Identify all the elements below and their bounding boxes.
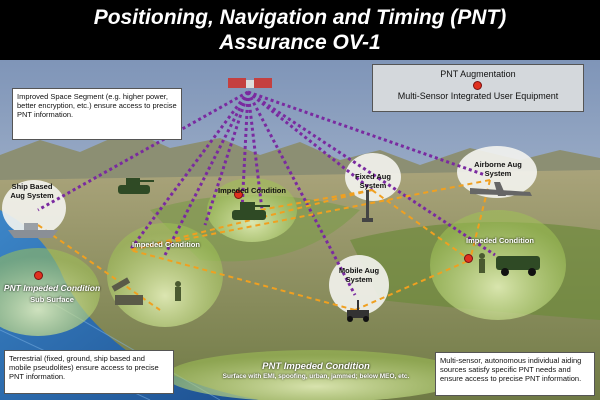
impeded-dome-left xyxy=(107,223,223,327)
label-mobile-aug: Mobile Aug System xyxy=(338,266,380,284)
label-bottom-impeded-sub: Surface with EMI, spoofing, urban, jamme… xyxy=(222,373,410,380)
user-equipment-marker xyxy=(234,190,243,199)
label-subsurface-title: PNT Impeded Condition xyxy=(3,283,101,293)
label-airborne-aug: Airborne Aug System xyxy=(474,160,522,178)
title-line-1: Positioning, Navigation and Timing (PNT) xyxy=(93,6,507,29)
scene xyxy=(0,60,600,400)
airborne-aug-dome xyxy=(457,146,537,198)
user-equipment-marker xyxy=(464,254,473,263)
mobile-vehicle-icon xyxy=(347,300,369,322)
callout-multi-sensor: Multi-sensor, autonomous individual aidi… xyxy=(435,352,595,396)
legend-augmentation-marker xyxy=(473,81,482,90)
label-impeded-left: Impeded Condition xyxy=(132,240,200,249)
humvee-icon xyxy=(496,256,540,276)
title-bar: Positioning, Navigation and Timing (PNT)… xyxy=(0,0,600,60)
label-impeded-right: Impeded Condition xyxy=(466,236,534,245)
title-line-2: Assurance OV-1 xyxy=(219,31,381,54)
satellite-signals xyxy=(37,90,496,296)
scene-illustration xyxy=(0,60,600,400)
satellite-icon xyxy=(228,78,272,88)
legend: PNT Augmentation Multi-Sensor Integrated… xyxy=(372,64,584,112)
callout-terrestrial: Terrestrial (fixed, ground, ship based a… xyxy=(4,350,174,394)
label-fixed-aug: Fixed Aug System xyxy=(355,172,391,190)
soldier-icon xyxy=(479,253,485,273)
ship-aug-dome xyxy=(2,180,66,236)
tank-icon xyxy=(118,178,154,194)
legend-user-equipment: Multi-Sensor Integrated User Equipment xyxy=(397,91,559,101)
user-equipment-marker xyxy=(34,271,43,280)
label-impeded-top: Impeded Condition xyxy=(218,186,286,195)
subsurface-dome xyxy=(0,248,100,336)
label-subsurface-sub: Sub Surface xyxy=(30,295,74,304)
soldier-icon xyxy=(175,281,181,301)
tower-icon xyxy=(362,190,373,222)
legend-augmentation: PNT Augmentation xyxy=(440,69,516,79)
label-ship-based: Ship Based Aug System xyxy=(10,182,54,200)
mobile-aug-dome xyxy=(329,255,389,315)
launcher-icon xyxy=(111,277,143,305)
tank-icon xyxy=(232,202,270,220)
aircraft-icon xyxy=(470,182,532,196)
ship-icon xyxy=(8,223,58,238)
callout-space-segment: Improved Space Segment (e.g. higher powe… xyxy=(12,88,182,140)
bottom-impeded-zone xyxy=(166,350,466,400)
label-bottom-impeded-title: PNT Impeded Condition xyxy=(262,361,370,372)
